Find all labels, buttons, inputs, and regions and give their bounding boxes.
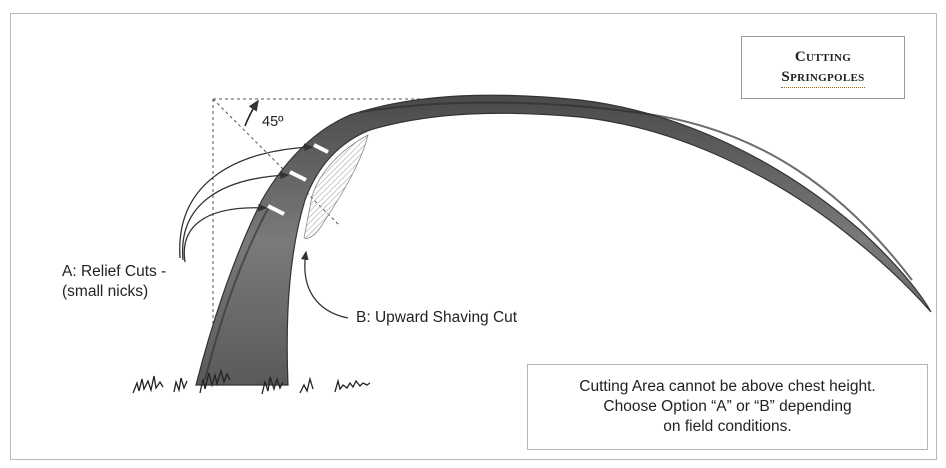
relief-cuts-label-line1: A: Relief Cuts - <box>62 262 166 282</box>
angle-label: 45º <box>262 112 283 132</box>
note-line1: Cutting Area cannot be above chest heigh… <box>579 377 875 397</box>
note-line3: on field conditions. <box>663 417 791 437</box>
relief-cuts-label-line2: (small nicks) <box>62 282 148 302</box>
note-line2: Choose Option “A” or “B” depending <box>603 397 851 417</box>
pole-shading <box>360 103 912 280</box>
title-line2: Springpoles <box>781 68 864 88</box>
shaving-cut-arrow <box>305 252 348 318</box>
shaving-cut-label: B: Upward Shaving Cut <box>356 308 517 328</box>
angle-arc <box>245 101 258 126</box>
title-line1: Cutting <box>795 47 851 68</box>
note-box: Cutting Area cannot be above chest heigh… <box>527 364 928 450</box>
springpole-trunk <box>196 95 931 385</box>
title-box: Cutting Springpoles <box>741 36 905 99</box>
